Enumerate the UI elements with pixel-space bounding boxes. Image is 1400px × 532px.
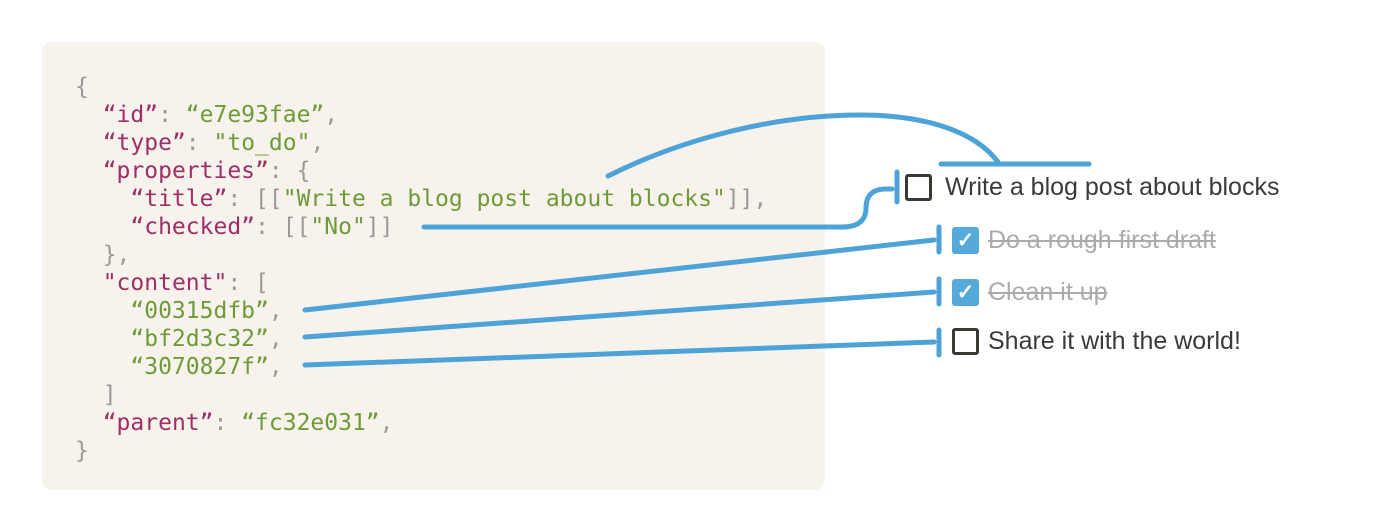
todo-item-rough-draft: ✓ Do a rough first draft [952, 226, 1216, 255]
todo-label[interactable]: Write a blog post about blocks [945, 173, 1280, 201]
code-line: { [75, 74, 89, 100]
json-code-block: { “id”: “e7e93fae”, “type”: "to_do", “pr… [75, 73, 767, 465]
code-line: “properties”: { [102, 158, 311, 184]
code-line: “00315dfb”, [130, 298, 283, 324]
code-line: “title”: [["Write a blog post about bloc… [130, 186, 768, 212]
code-line: }, [75, 242, 131, 268]
code-line: ] [75, 382, 117, 408]
todo-label[interactable]: Clean it up [988, 278, 1108, 306]
todo-label[interactable]: Do a rough first draft [988, 226, 1216, 254]
code-line: “checked”: [["No"]] [130, 214, 394, 240]
todo-checkbox-unchecked[interactable] [952, 328, 979, 355]
todo-item-clean-it-up: ✓ Clean it up [952, 278, 1108, 307]
code-line: “id”: “e7e93fae”, [102, 102, 339, 128]
todo-item-share-it: Share it with the world! [952, 327, 1241, 356]
todo-item-write-blog-post: Write a blog post about blocks [905, 173, 1279, 202]
todo-checkbox-checked[interactable]: ✓ [952, 227, 979, 254]
code-line: “3070827f”, [130, 354, 283, 380]
code-line: "content": [ [102, 270, 269, 296]
code-line: “parent”: “fc32e031”, [102, 410, 394, 436]
code-line: “type”: "to_do", [102, 130, 325, 156]
todo-checkbox-unchecked[interactable] [905, 174, 932, 201]
code-line: “bf2d3c32”, [130, 326, 283, 352]
code-line: } [75, 438, 89, 464]
todo-checkbox-checked[interactable]: ✓ [952, 279, 979, 306]
todo-label[interactable]: Share it with the world! [988, 327, 1241, 355]
json-code-panel: { “id”: “e7e93fae”, “type”: "to_do", “pr… [42, 42, 825, 490]
